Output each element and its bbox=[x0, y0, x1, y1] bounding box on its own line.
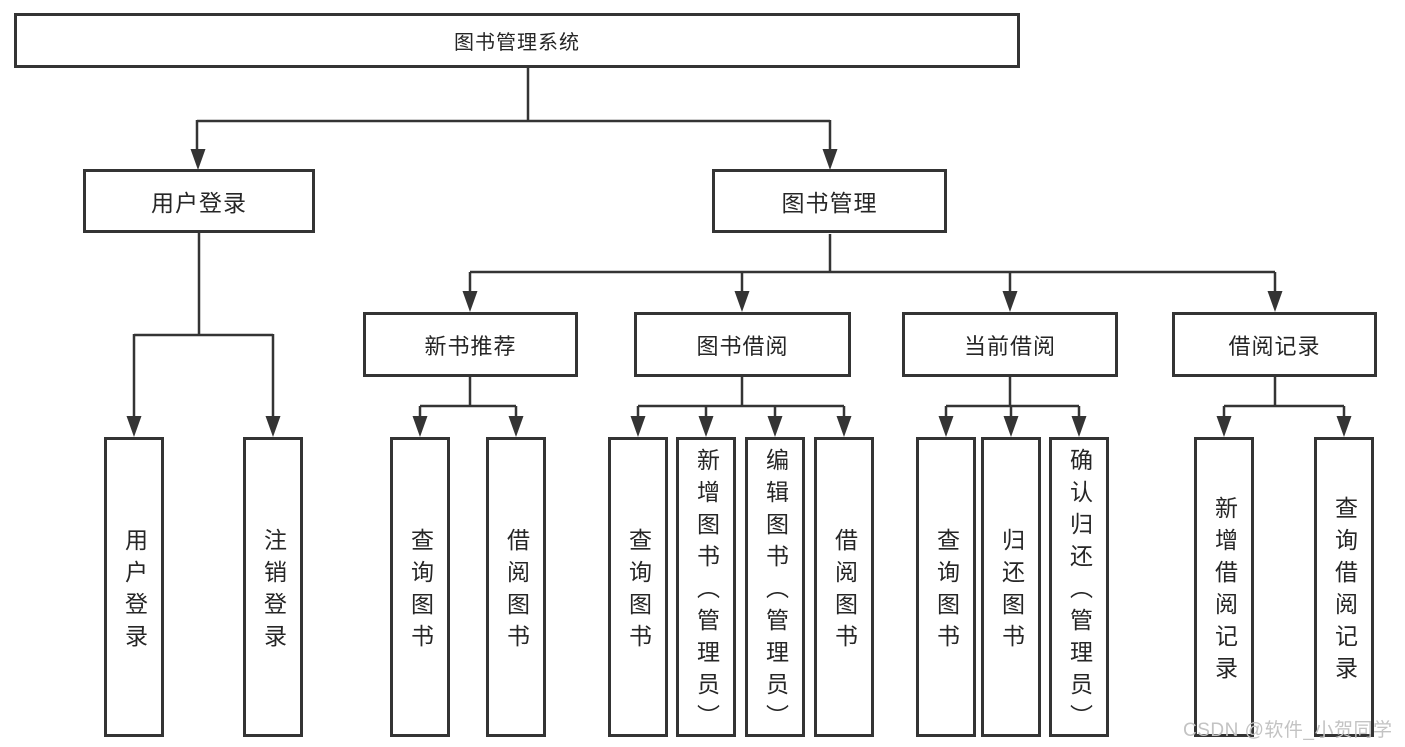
leaf-query-books-current: 查询图书 bbox=[916, 437, 976, 737]
leaf-edit-books-admin: 编辑图书（管理员） bbox=[745, 437, 805, 737]
node-label: 编辑图书（管理员） bbox=[762, 447, 789, 736]
node-root-library-system: 图书管理系统 bbox=[14, 13, 1020, 68]
node-user-login: 用户登录 bbox=[83, 169, 315, 233]
node-label: 确认归还（管理员） bbox=[1066, 447, 1093, 736]
node-label: 图书管理系统 bbox=[454, 32, 580, 54]
leaf-borrow-books-recommend: 借阅图书 bbox=[486, 437, 546, 737]
watermark: CSDN @软件_小贺同学 bbox=[1183, 720, 1393, 741]
leaf-borrow-books: 借阅图书 bbox=[814, 437, 874, 737]
node-book-borrowing: 图书借阅 bbox=[634, 312, 851, 377]
leaf-query-books-borrow: 查询图书 bbox=[608, 437, 668, 737]
node-label: 注销登录 bbox=[260, 527, 287, 656]
node-label: 借阅图书 bbox=[831, 527, 858, 656]
leaf-user-login: 用户登录 bbox=[104, 437, 164, 737]
node-label: 图书借阅 bbox=[696, 333, 789, 359]
node-book-management: 图书管理 bbox=[712, 169, 947, 233]
node-label: 借阅图书 bbox=[503, 527, 530, 656]
node-label: 图书管理 bbox=[781, 190, 878, 216]
leaf-query-borrow-record: 查询借阅记录 bbox=[1314, 437, 1374, 737]
node-label: 用户登录 bbox=[151, 190, 247, 216]
node-label: 查询图书 bbox=[625, 527, 652, 656]
node-label: 查询借阅记录 bbox=[1331, 495, 1358, 688]
node-label: 借阅记录 bbox=[1228, 333, 1321, 359]
node-label: 用户登录 bbox=[121, 527, 148, 656]
leaf-query-books-recommend: 查询图书 bbox=[390, 437, 450, 737]
node-label: 新增借阅记录 bbox=[1211, 495, 1238, 688]
node-label: 新书推荐 bbox=[424, 333, 517, 359]
node-label: 当前借阅 bbox=[963, 333, 1056, 359]
node-label: 查询图书 bbox=[933, 527, 960, 656]
leaf-confirm-return-admin: 确认归还（管理员） bbox=[1049, 437, 1109, 737]
node-label: 查询图书 bbox=[407, 527, 434, 656]
node-borrowing-records: 借阅记录 bbox=[1172, 312, 1377, 377]
node-new-book-recommendation: 新书推荐 bbox=[363, 312, 578, 377]
node-label: 归还图书 bbox=[998, 527, 1025, 656]
leaf-logout: 注销登录 bbox=[243, 437, 303, 737]
leaf-add-books-admin: 新增图书（管理员） bbox=[676, 437, 736, 737]
node-current-borrowing: 当前借阅 bbox=[902, 312, 1118, 377]
node-label: 新增图书（管理员） bbox=[693, 447, 720, 736]
leaf-add-borrow-record: 新增借阅记录 bbox=[1194, 437, 1254, 737]
leaf-return-books: 归还图书 bbox=[981, 437, 1041, 737]
